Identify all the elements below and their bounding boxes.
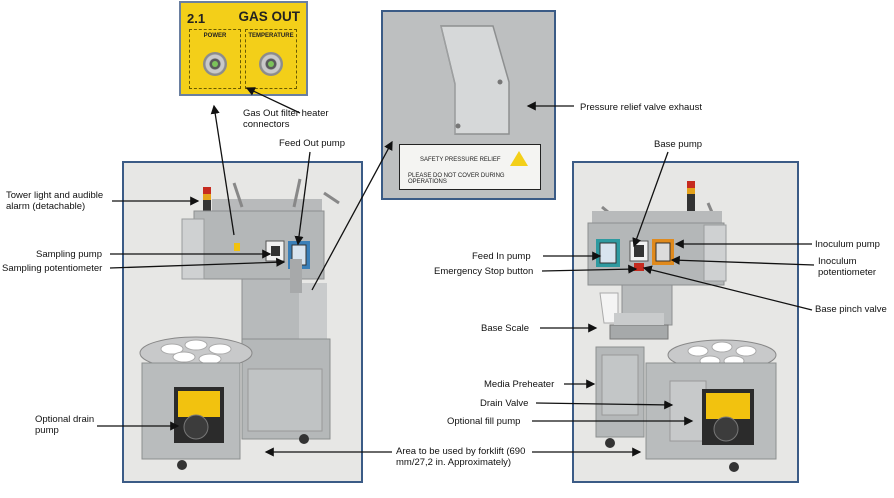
- left-machine-illustration: [124, 163, 361, 481]
- gas-out-title: GAS OUT: [238, 9, 300, 24]
- label-base-scale: Base Scale: [481, 323, 530, 334]
- label-base-pump: Base pump: [654, 139, 703, 150]
- label-media-preheater: Media Preheater: [484, 379, 555, 390]
- temperature-connector-label: TEMPERATURE: [248, 33, 294, 39]
- label-optional-fill-pump: Optional fill pump: [447, 416, 521, 427]
- safety-sign-line1: SAFETY PRESSURE RELIEF: [420, 157, 501, 163]
- label-sampling-potentiometer: Sampling potentiometer: [2, 263, 103, 274]
- label-gas-out-heater: Gas Out filter heater connectors: [243, 108, 329, 130]
- label-tower-light: Tower light and audible alarm (detachabl…: [6, 190, 104, 212]
- label-feed-out-pump: Feed Out pump: [279, 138, 346, 149]
- right-machine-photo: [572, 161, 799, 483]
- temperature-connector-box: TEMPERATURE: [245, 29, 297, 89]
- relief-valve-illustration: [440, 25, 510, 135]
- warning-triangle-icon: [510, 151, 528, 166]
- temperature-connector-icon: [259, 52, 283, 76]
- label-inoculum-potentiometer: Inoculum potentiometer: [818, 256, 877, 278]
- gas-out-number: 2.1: [187, 11, 206, 26]
- power-connector-box: POWER: [189, 29, 241, 89]
- right-machine-illustration: [574, 163, 797, 481]
- label-emergency-stop: Emergency Stop button: [434, 266, 534, 277]
- safety-sign: SAFETY PRESSURE RELIEF PLEASE DO NOT COV…: [399, 144, 541, 190]
- label-pressure-relief: Pressure relief valve exhaust: [580, 102, 702, 113]
- pressure-relief-inset: SAFETY PRESSURE RELIEF PLEASE DO NOT COV…: [381, 10, 556, 200]
- label-forklift-area: Area to be used by forklift (690 mm/27,2…: [396, 446, 526, 468]
- left-machine-photo: [122, 161, 363, 483]
- gas-out-inset: 2.1 GAS OUT POWER TEMPERATURE: [179, 1, 308, 96]
- label-base-pinch-valve: Base pinch valve: [815, 304, 887, 315]
- label-optional-drain-pump: Optional drain pump: [35, 414, 95, 436]
- label-drain-valve: Drain Valve: [480, 398, 529, 409]
- label-sampling-pump: Sampling pump: [36, 249, 103, 260]
- power-connector-icon: [203, 52, 227, 76]
- label-feed-in-pump: Feed In pump: [472, 251, 531, 262]
- power-connector-label: POWER: [203, 33, 227, 39]
- safety-sign-line2: PLEASE DO NOT COVER DURING OPERATIONS: [408, 173, 505, 185]
- label-inoculum-pump: Inoculum pump: [815, 239, 880, 250]
